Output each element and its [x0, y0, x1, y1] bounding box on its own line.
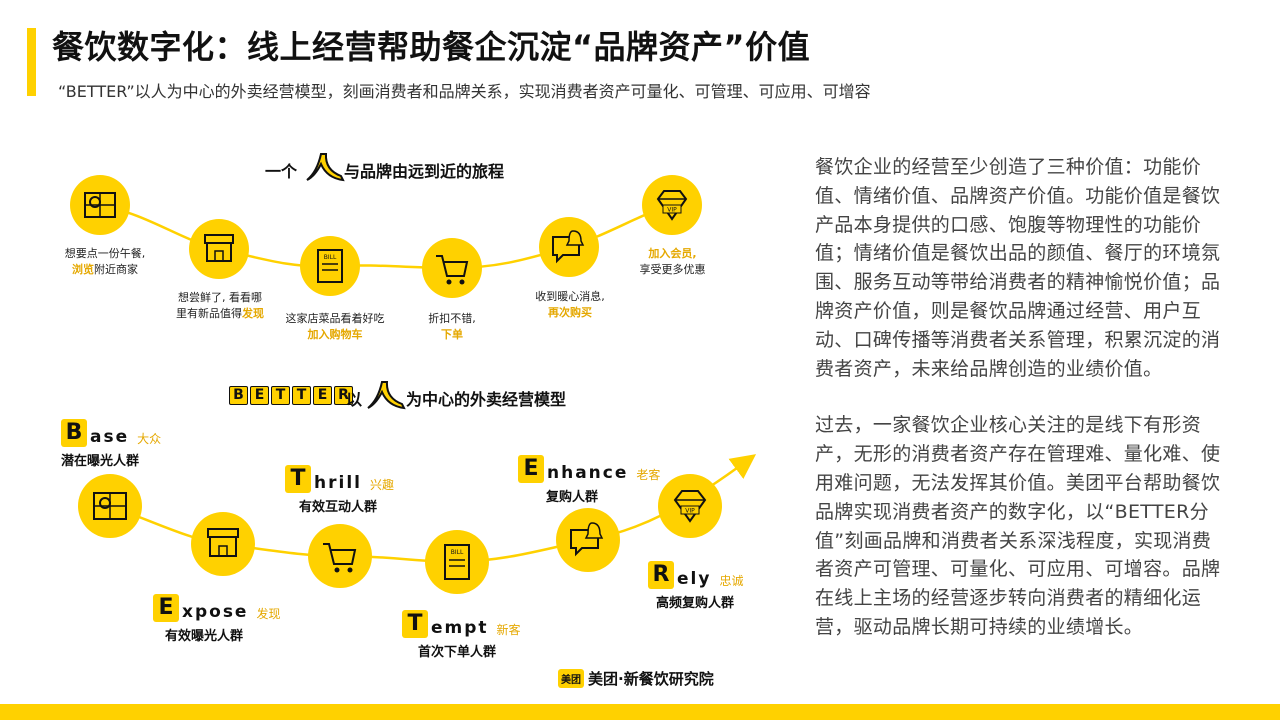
stage-letter: B	[61, 419, 87, 447]
caption-highlight: 加入会员,	[648, 247, 697, 260]
stage-desc: 首次下单人群	[418, 645, 497, 660]
person-icon	[306, 153, 345, 182]
stage-word: ase	[90, 427, 130, 447]
journey-title-post: 与品牌由远到近的旅程	[344, 162, 505, 181]
journey-diagram: BILL VIP BILL	[70, 175, 757, 594]
logo-box: 美团	[558, 669, 584, 688]
caption-line: 想要点一份午餐,	[64, 247, 146, 260]
vip-diamond-icon: VIP	[642, 175, 702, 235]
stage-cn: 大众	[137, 432, 162, 446]
stage-word: nhance	[547, 463, 629, 483]
caption-line: 这家店菜品看着好吃	[285, 312, 385, 325]
model-title-pre: 以	[346, 390, 363, 409]
stage-letter: E	[518, 455, 544, 483]
caption-line: 收到暖心消息,	[535, 290, 605, 303]
stage-desc: 复购人群	[546, 490, 599, 505]
stage-cn: 老客	[636, 468, 661, 482]
stage-letter: T	[285, 465, 311, 493]
stage-desc: 有效互动人群	[299, 500, 378, 515]
stage-word: ely	[677, 569, 712, 589]
body-paragraph-2: 过去，一家餐饮企业核心关注的是线下有形资产，无形的消费者资产存在管理难、量化难、…	[815, 414, 1221, 638]
body-paragraph-1: 餐饮企业的经营至少创造了三种价值：功能价值、情绪价值、品牌资产价值。功能价值是餐…	[815, 156, 1221, 380]
stage-word: hrill	[314, 473, 362, 493]
caption-line: 里有新品值得发现	[165, 306, 275, 322]
stage-letter: E	[153, 594, 179, 622]
caption-line: 附近商家	[94, 263, 138, 276]
stage-letter: R	[648, 561, 674, 589]
stage-letter: T	[402, 610, 428, 638]
better-letter: E	[313, 386, 332, 405]
map-icon	[70, 175, 130, 235]
shop-icon	[191, 512, 255, 576]
better-letter: T	[292, 386, 311, 405]
better-letter: E	[250, 386, 269, 405]
caption-line: 想尝鲜了, 看看哪	[178, 291, 262, 304]
person-icon	[367, 381, 406, 410]
stage-cn: 新客	[496, 623, 521, 637]
caption-highlight: 浏览	[72, 263, 94, 276]
journey-caption-1: 想要点一份午餐, 浏览附近商家	[55, 246, 155, 278]
better-letter: B	[229, 386, 248, 405]
map-icon	[78, 474, 142, 538]
stage-cn: 忠诚	[719, 574, 744, 588]
bill-icon: BILL	[425, 530, 489, 594]
journey-caption-3: 这家店菜品看着好吃 加入购物车	[280, 311, 390, 343]
caption-highlight: 再次购买	[548, 306, 592, 319]
bottom-accent-bar	[0, 704, 1280, 720]
caption-line: 折扣不错,	[428, 312, 476, 325]
page-subtitle: “BETTER”以人为中心的外卖经营模型，刻画消费者和品牌关系，实现消费者资产可…	[58, 82, 871, 101]
cart-icon	[308, 524, 372, 588]
logo-text: 美团·新餐饮研究院	[588, 670, 714, 688]
caption-highlight: 加入购物车	[307, 328, 363, 341]
better-wordmark: B E T T E R	[229, 386, 353, 405]
page-title: 餐饮数字化：线上经营帮助餐企沉淀“品牌资产”价值	[52, 28, 811, 66]
journey-caption-5: 收到暖心消息, 再次购买	[520, 289, 620, 321]
vip-diamond-icon: VIP	[658, 474, 722, 538]
journey-title: 一个	[265, 158, 297, 182]
message-bell-icon	[539, 217, 599, 277]
stage-desc: 潜在曝光人群	[61, 454, 140, 469]
stage-cn: 兴趣	[369, 478, 394, 492]
svg-text:BILL: BILL	[451, 549, 464, 556]
journey-title-pre: 一个	[265, 162, 298, 181]
meituan-logo: 美团 美团·新餐饮研究院	[558, 668, 714, 689]
cart-icon	[422, 238, 482, 298]
shop-icon	[189, 219, 249, 279]
journey-caption-4: 折扣不错, 下单	[412, 311, 492, 343]
message-bell-icon	[556, 508, 620, 572]
caption-highlight: 发现	[242, 307, 264, 320]
svg-text:VIP: VIP	[685, 508, 695, 515]
title-accent-bar	[27, 28, 36, 96]
stage-desc: 有效曝光人群	[165, 629, 244, 644]
stage-desc: 高频复购人群	[656, 596, 735, 611]
body-text: 餐饮企业的经营至少创造了三种价值：功能价值、情绪价值、品牌资产价值。功能价值是餐…	[815, 153, 1225, 670]
journey-caption-6: 加入会员, 享受更多优惠	[625, 246, 720, 278]
caption-line: 浏览附近商家	[55, 262, 155, 278]
bill-icon: BILL	[300, 236, 360, 296]
caption-line: 享受更多优惠	[639, 263, 706, 276]
stage-word: xpose	[182, 602, 249, 622]
journey-caption-2: 想尝鲜了, 看看哪 里有新品值得发现	[165, 290, 275, 322]
caption-highlight: 下单	[441, 328, 463, 341]
svg-text:VIP: VIP	[667, 207, 677, 214]
stage-cn: 发现	[256, 607, 281, 621]
better-letter: R	[334, 386, 353, 405]
model-title-post: 为中心的外卖经营模型	[406, 390, 567, 409]
stage-word: empt	[431, 618, 489, 638]
caption-line: 里有新品值得	[176, 307, 242, 320]
svg-text:BILL: BILL	[324, 254, 337, 261]
better-letter: T	[271, 386, 290, 405]
